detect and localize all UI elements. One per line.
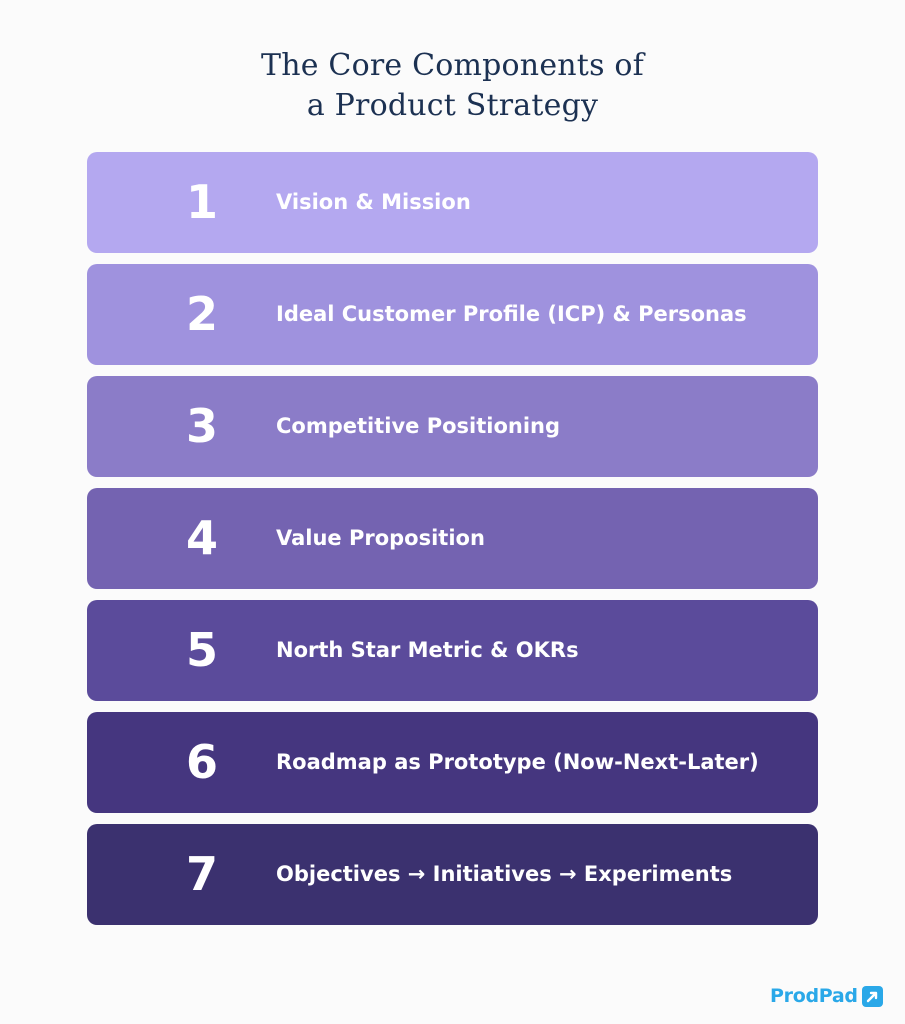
component-label: Roadmap as Prototype (Now-Next-Later)	[276, 750, 759, 774]
prodpad-logo: ProdPad	[770, 982, 883, 1010]
title-line-1: The Core Components of	[261, 48, 644, 83]
component-number: 3	[185, 399, 218, 453]
component-number: 6	[185, 735, 218, 789]
component-label: Value Proposition	[276, 526, 485, 550]
title-line-2: a Product Strategy	[306, 88, 599, 123]
component-card-1: 1 Vision & Mission	[87, 152, 818, 253]
component-card-6: 6 Roadmap as Prototype (Now-Next-Later)	[87, 712, 818, 813]
component-label: Competitive Positioning	[276, 414, 561, 438]
component-number: 4	[185, 511, 218, 565]
page-title: The Core Components of a Product Strateg…	[0, 46, 905, 126]
component-number: 2	[185, 287, 218, 341]
component-card-4: 4 Value Proposition	[87, 488, 818, 589]
component-label: Vision & Mission	[276, 190, 471, 214]
component-card-5: 5 North Star Metric & OKRs	[87, 600, 818, 701]
component-number: 7	[185, 847, 218, 901]
component-number: 1	[185, 175, 218, 229]
component-number: 5	[185, 623, 218, 677]
prodpad-logo-icon	[861, 985, 883, 1007]
brand-name: ProdPad	[770, 985, 858, 1007]
component-card-3: 3 Competitive Positioning	[87, 376, 818, 477]
component-card-2: 2 Ideal Customer Profile (ICP) & Persona…	[87, 264, 818, 365]
component-list: 1 Vision & Mission 2 Ideal Customer Prof…	[87, 152, 818, 936]
component-label: Ideal Customer Profile (ICP) & Personas	[276, 302, 747, 326]
component-label: Objectives → Initiatives → Experiments	[276, 862, 733, 886]
component-card-7: 7 Objectives → Initiatives → Experiments	[87, 824, 818, 925]
component-label: North Star Metric & OKRs	[276, 638, 579, 662]
